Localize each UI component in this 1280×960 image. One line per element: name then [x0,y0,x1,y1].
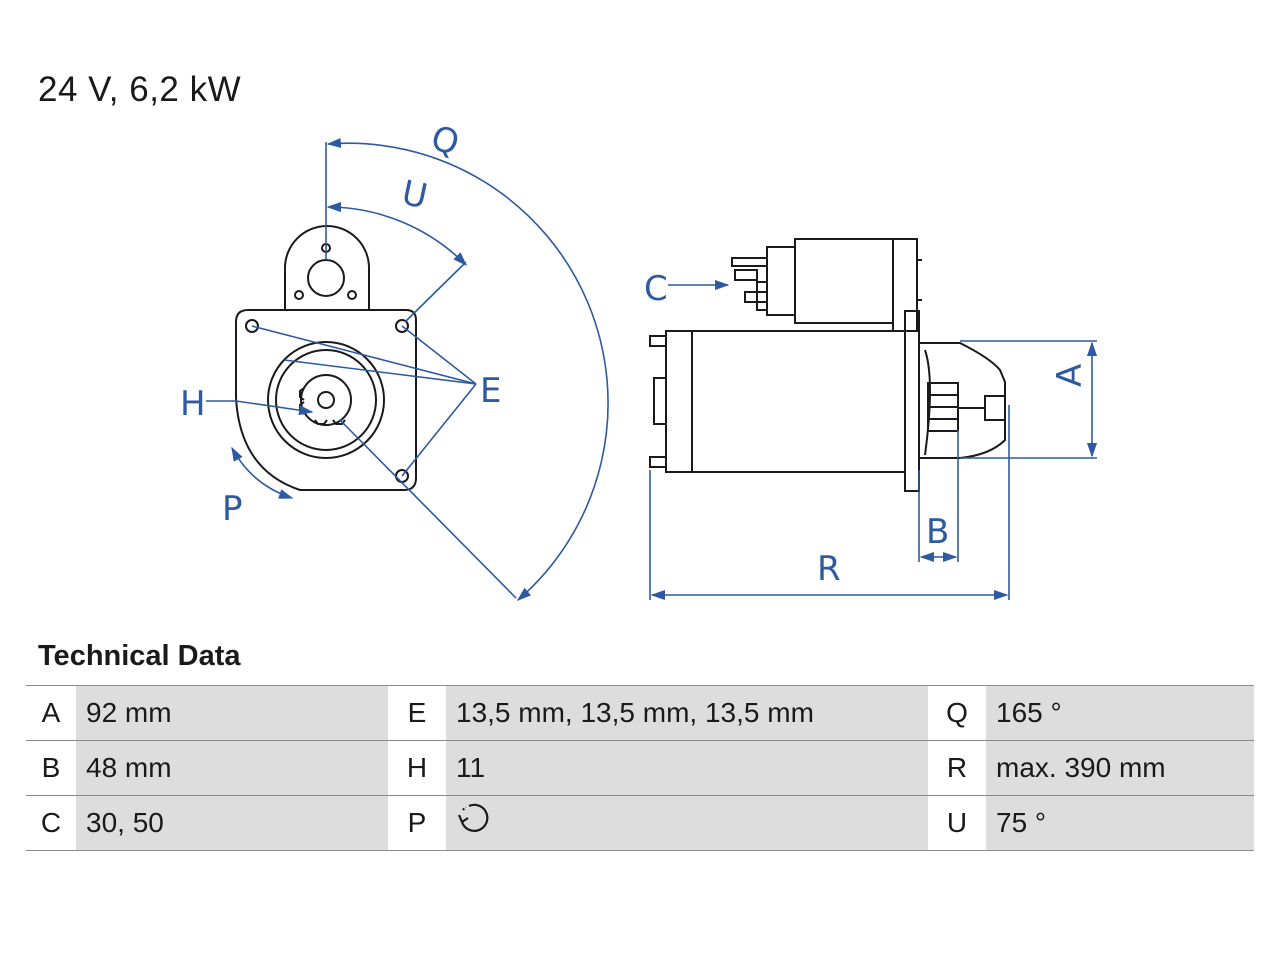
end-bolt [649,456,667,468]
pinion-hub [317,391,335,409]
u-arc [326,202,468,267]
drive-housing [918,342,1006,459]
page-title: 24 V, 6,2 kW [38,70,242,109]
table-row: B 48 mm H 11 R max. 390 mm [26,740,1254,796]
spec-key: B [26,740,76,796]
spec-key: Q [928,685,986,741]
label-p: P [222,489,243,529]
rotation-clockwise-icon [456,800,492,843]
mounting-flange [904,310,920,492]
spec-value: max. 390 mm [986,740,1254,796]
spec-key: R [928,740,986,796]
starter-motor-technical-drawing: Q U C E H P A B R [180,118,1098,601]
front-view [235,225,417,491]
terminal [731,257,768,267]
table-row: C 30, 50 P U 75 ° [26,795,1254,851]
spec-value: 75 ° [986,795,1254,851]
spec-key: H [388,740,446,796]
solenoid-back [766,246,796,316]
technical-data-title: Technical Data [38,640,241,672]
end-boss [653,377,667,425]
label-b: B [926,512,949,552]
spec-key: U [928,795,986,851]
spec-key: A [26,685,76,741]
front-dimensions [206,137,609,601]
ear-hole [307,259,345,297]
spec-key: P [388,795,446,851]
spec-key: C [26,795,76,851]
technical-data-table: A 92 mm E 13,5 mm, 13,5 mm, 13,5 mm Q 16… [26,685,1254,851]
label-e: E [480,371,501,411]
spec-key: E [388,685,446,741]
side-dimensions [649,279,1098,601]
flange-plate [235,309,417,491]
label-h: H [180,384,206,424]
flange-bolt-hole [245,319,259,333]
solenoid-body [794,238,894,324]
ear-bolt-hole [347,290,357,300]
spec-value: 11 [446,740,928,796]
motor-body [691,330,906,473]
motor-end-cap [665,330,693,473]
pinion-outer [300,374,352,426]
label-r: R [817,549,841,589]
shaft-tip [984,395,1006,421]
spec-value: 30, 50 [76,795,388,851]
table-row: A 92 mm E 13,5 mm, 13,5 mm, 13,5 mm Q 16… [26,685,1254,741]
ear-bolt-hole [294,290,304,300]
terminal [734,269,758,281]
q-arc [326,137,609,601]
label-a: A [1050,364,1090,387]
spec-value: 92 mm [76,685,388,741]
mounting-ear [284,225,370,310]
label-c: C [644,269,668,309]
end-bolt [649,335,667,347]
spec-value: 48 mm [76,740,388,796]
spec-value: 165 ° [986,685,1254,741]
p-arrow [231,446,294,499]
terminal [756,281,768,311]
label-u: U [398,173,431,217]
spec-value: 13,5 mm, 13,5 mm, 13,5 mm [446,685,928,741]
label-q: Q [426,118,464,164]
spec-value-icon-cell [446,795,928,851]
side-view [649,238,1006,492]
